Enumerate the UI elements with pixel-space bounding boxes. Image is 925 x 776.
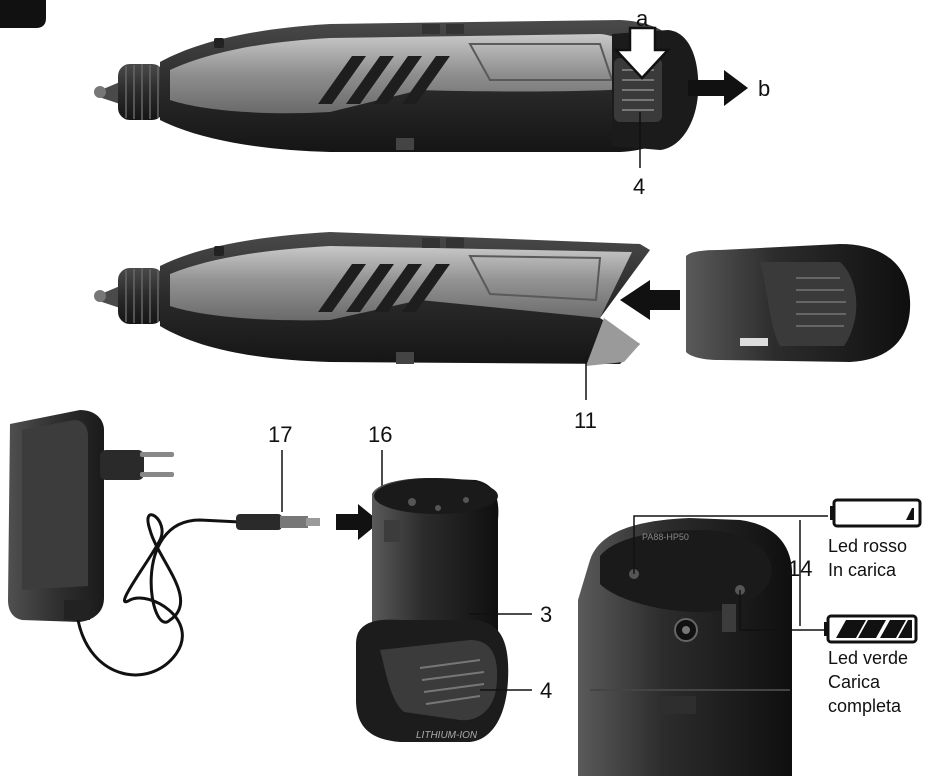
arrow-a-down	[613, 26, 671, 80]
callout-battery-release: 4	[633, 174, 645, 199]
svg-text:LITHIUM-ION: LITHIUM-ION	[416, 730, 478, 741]
callout-indicator-led: 14	[788, 556, 812, 581]
svg-text:PA88-HP50: PA88-HP50	[642, 532, 689, 542]
charger-plug	[236, 514, 320, 530]
battery-full-icon	[824, 614, 918, 644]
arrow-b-right	[688, 70, 748, 106]
battery-pack-standing: LITHIUM-ION	[356, 478, 509, 742]
wall-charger	[8, 410, 174, 622]
battery-pack-side	[686, 244, 911, 362]
collet-top	[96, 82, 120, 104]
corner-tab	[0, 0, 46, 28]
callout-charge-socket: 16	[368, 422, 392, 447]
callout-a: a	[636, 6, 649, 31]
battery-empty-icon	[830, 498, 922, 528]
plug-arrow	[336, 504, 380, 540]
callout-charger-plug: 17	[268, 422, 292, 447]
insert-arrow	[620, 280, 680, 320]
battery-top-closeup: PA88-HP50	[578, 518, 792, 776]
callout-battery-slot: 11	[574, 408, 597, 433]
callout-battery-clip: 4	[540, 678, 552, 703]
led-green-state-line2: completa	[828, 696, 902, 716]
led-green-state-line1: Carica	[828, 672, 881, 692]
led-leader-red	[633, 515, 828, 574]
rotary-tool-top	[94, 20, 699, 152]
charger-cable	[76, 513, 241, 677]
rotary-tool-open	[94, 232, 650, 366]
led-red-label: Led rosso	[828, 536, 907, 556]
led-green-label: Led verde	[828, 648, 908, 668]
callout-b: b	[758, 76, 770, 101]
led-red-state: In carica	[828, 560, 897, 580]
callout-battery-body: 3	[540, 602, 552, 627]
led-leader-green	[739, 590, 826, 631]
